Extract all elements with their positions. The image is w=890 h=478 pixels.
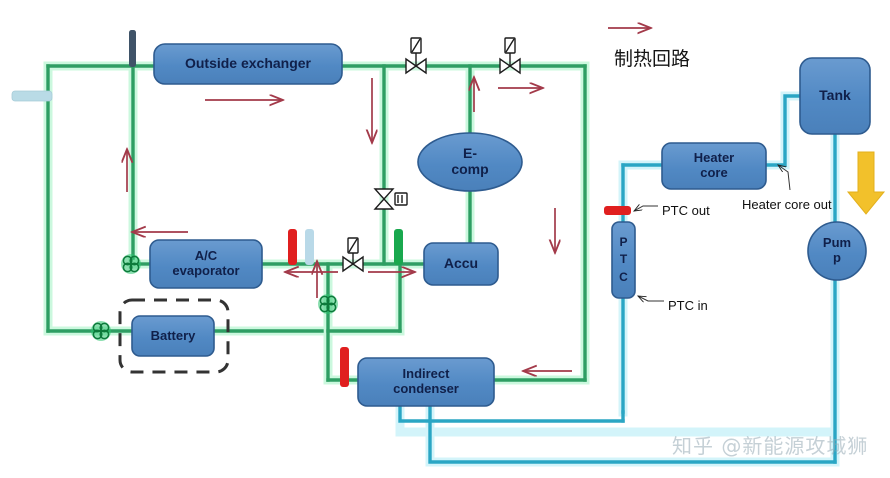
left-pipe-stub (11, 90, 53, 102)
sensor-bars (288, 206, 631, 387)
annotation-ptc-in: PTC in (668, 298, 708, 313)
coolant-condenser-branch1 (398, 404, 625, 423)
solenoid-valve-2[interactable] (499, 37, 521, 75)
junction-valve-evaporator[interactable] (121, 254, 141, 274)
sensor-hot-condenser (340, 347, 349, 387)
exchanger-fan-stub (129, 30, 136, 67)
leader-heater-core-out (778, 165, 791, 191)
solenoid-valve-3[interactable] (342, 237, 364, 273)
leader-ptc-in (638, 296, 664, 301)
node-heater-core (661, 142, 767, 190)
battery-enclosure (118, 298, 230, 374)
node-accu (423, 242, 499, 286)
flow-arrows (127, 28, 650, 371)
refrigerant-circuit (46, 64, 587, 382)
coolant-heater-to-tank (764, 94, 802, 167)
sensor-green-accu (394, 229, 403, 265)
solenoid-valve-1[interactable] (405, 37, 427, 75)
node-pump (807, 221, 867, 281)
node-outside-exchanger (153, 43, 343, 85)
annotation-heater-core-out: Heater core out (742, 197, 832, 212)
sensor-hot-evaporator (288, 229, 297, 265)
yellow-flow-arrow (846, 151, 886, 215)
node-ptc (611, 221, 636, 299)
coolant-circuit (398, 94, 837, 464)
sensor-hot-ptc (604, 206, 631, 215)
node-e-comp (417, 132, 523, 192)
junction-valve-center[interactable] (318, 294, 338, 314)
node-ac-evaporator (149, 239, 263, 289)
node-indirect-condenser (357, 357, 495, 407)
watermark: 知乎 @新能源攻城狮 (672, 434, 869, 458)
node-shapes (131, 43, 871, 407)
node-tank (799, 57, 871, 135)
callout-leaders (634, 165, 791, 301)
sensor-cold-evaporator (305, 229, 314, 265)
leader-ptc-out (634, 206, 658, 211)
expansion-valve-1[interactable] (373, 188, 408, 210)
junction-valve-battery[interactable] (91, 321, 111, 341)
legend-heating-circuit-label: 制热回路 (614, 48, 691, 70)
coolant-condenser-branch2 (428, 404, 837, 464)
node-battery (131, 315, 215, 357)
annotation-ptc-out: PTC out (662, 203, 710, 218)
refrigerant-circuit-glow (43, 61, 590, 385)
